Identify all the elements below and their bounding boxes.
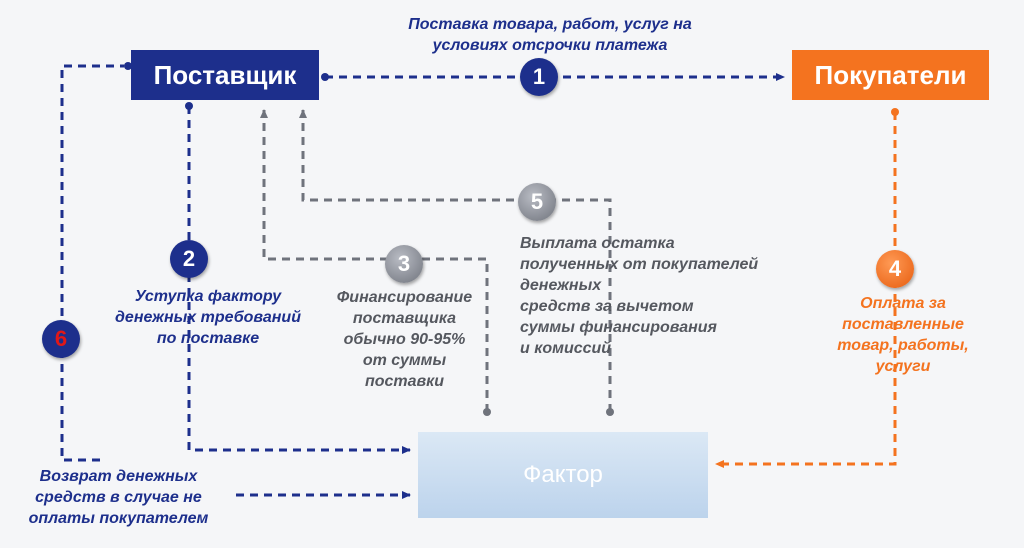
step-4-label: Оплата за поставленные товар, работы, ус…: [837, 295, 969, 375]
flow-6-line: [60, 62, 132, 462]
supplier-node: Поставщик: [131, 50, 319, 100]
step-3-badge: 3: [385, 245, 423, 283]
step-5-badge: 5: [518, 183, 556, 221]
flow-5-line: [299, 109, 614, 416]
flow-2-line: [185, 102, 411, 454]
step-6-label: Возврат денежных средств в случае не опл…: [28, 468, 209, 527]
step-4-badge: 4: [876, 250, 914, 288]
step-2-badge: 2: [170, 240, 208, 278]
flow-3-line: [260, 109, 491, 416]
factor-node: Фактор: [418, 432, 708, 518]
buyers-node: Покупатели: [792, 50, 989, 100]
step-3-label: Финансирование поставщика обычно 90-95% …: [336, 289, 473, 390]
step-1-label: Поставка товара, работ, услуг на условия…: [408, 16, 692, 54]
flow-4-line: [715, 108, 899, 468]
step-2-label: Уступка фактору денежных требований по п…: [115, 288, 301, 347]
step-1-badge: 1: [520, 58, 558, 96]
step-5-label: Выплата остатка полученных от покупателе…: [520, 235, 759, 357]
step-6-badge: 6: [42, 320, 80, 358]
